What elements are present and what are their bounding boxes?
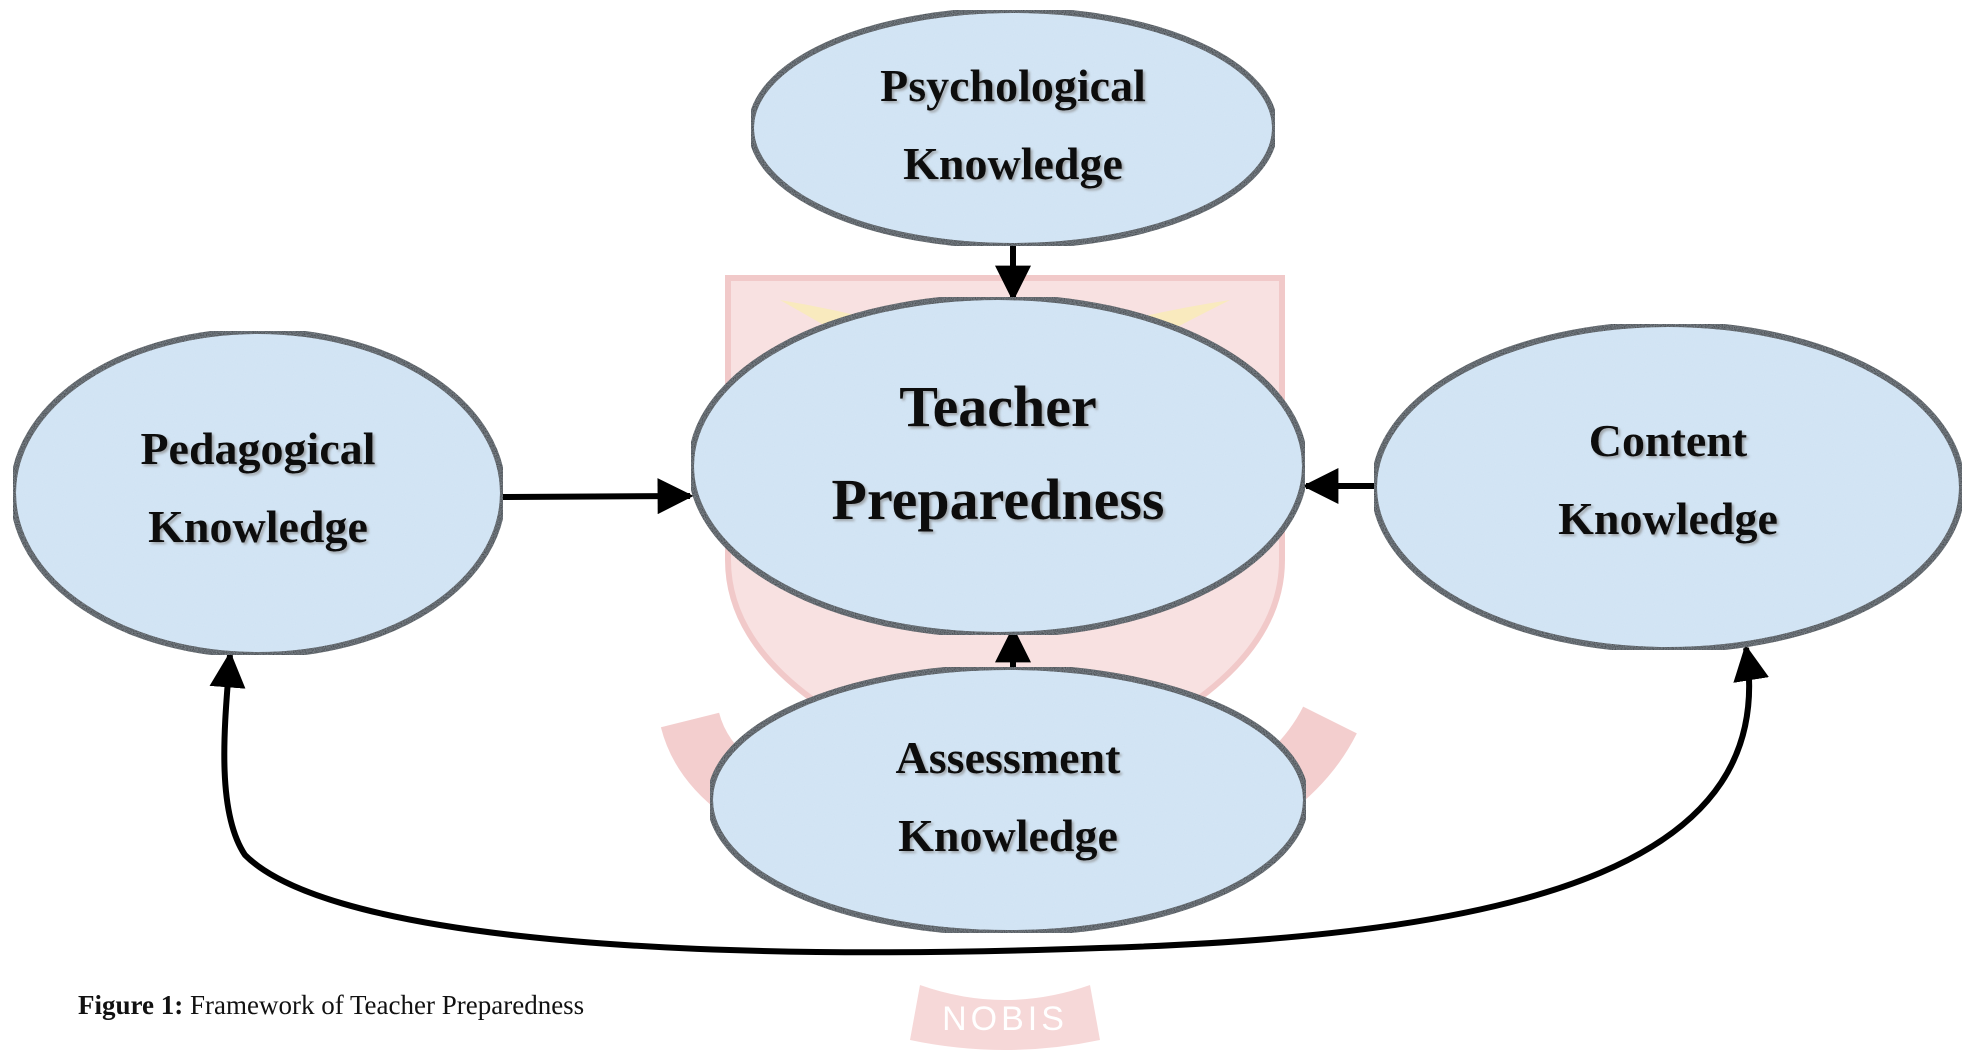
crest-ribbon-bottom xyxy=(910,985,1100,1050)
node-assessment-label-line: Knowledge xyxy=(898,810,1118,861)
node-pedagogical-label-line: Pedagogical xyxy=(140,423,375,474)
arrow-content-to-pedagogical xyxy=(209,644,1769,956)
arrow-pedagogical-to-teacher xyxy=(502,478,694,515)
caption-text: Framework of Teacher Preparedness xyxy=(183,990,585,1020)
node-psychological-ellipse xyxy=(748,7,1278,249)
node-assessment-ellipse xyxy=(707,664,1309,936)
node-teacher-ellipse xyxy=(688,294,1308,638)
node-content-ellipse xyxy=(1371,321,1965,653)
node-psychological-label-line: Knowledge xyxy=(903,138,1123,189)
caption-label: Figure 1: xyxy=(78,990,184,1020)
node-pedagogical-label-line: Knowledge xyxy=(148,501,368,552)
node-teacher-label-line: Preparedness xyxy=(832,467,1165,532)
node-content-label-line: Knowledge xyxy=(1558,493,1778,544)
watermark-text: NOBIS xyxy=(942,1000,1068,1038)
figure-caption: Figure 1: Framework of Teacher Preparedn… xyxy=(78,990,584,1021)
diagram-nodes: PsychologicalKnowledgeTeacherPreparednes… xyxy=(10,7,1965,936)
node-content-label-line: Content xyxy=(1589,415,1748,466)
node-psychological-label-line: Psychological xyxy=(880,60,1146,111)
node-teacher-label-line: Teacher xyxy=(899,374,1097,439)
node-assessment-label-line: Assessment xyxy=(896,732,1122,783)
node-pedagogical-ellipse xyxy=(10,328,506,658)
